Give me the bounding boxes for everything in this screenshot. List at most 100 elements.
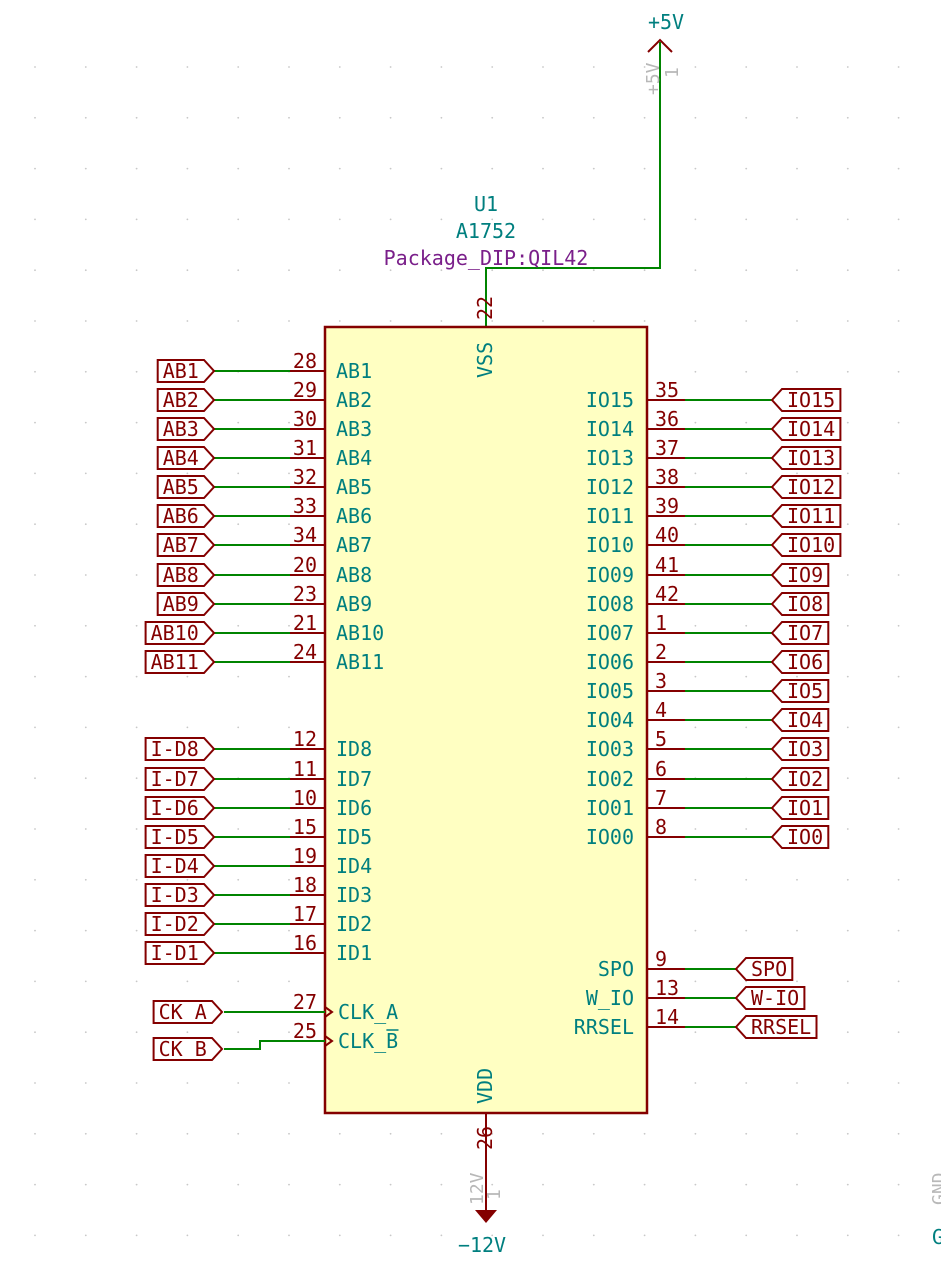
grid-dot bbox=[288, 878, 290, 881]
grid-dot bbox=[34, 980, 36, 983]
grid-dot bbox=[338, 1132, 341, 1135]
grid-dot bbox=[846, 574, 849, 576]
grid-dot bbox=[643, 116, 646, 119]
pin-number: 29 bbox=[293, 378, 317, 402]
grid-dot bbox=[135, 574, 138, 576]
pin-name: AB5 bbox=[336, 475, 372, 499]
vee-arrow bbox=[475, 1210, 497, 1223]
grid-dot bbox=[84, 320, 87, 322]
grid-dot bbox=[135, 269, 138, 272]
net-label-text: AB10 bbox=[151, 621, 199, 645]
pin-number: 2 bbox=[655, 640, 667, 664]
pin-name: IO00 bbox=[586, 825, 634, 849]
net-label-box bbox=[156, 504, 216, 528]
pin-name: AB6 bbox=[336, 504, 372, 528]
vcc-label: +5V bbox=[648, 10, 684, 34]
grid-dot bbox=[135, 624, 138, 627]
grid-dot bbox=[34, 167, 36, 170]
grid-dot bbox=[186, 116, 189, 119]
net-label-box bbox=[156, 533, 216, 557]
grid-dot bbox=[186, 1183, 189, 1186]
grid-dot bbox=[796, 929, 798, 932]
grid-dot bbox=[491, 1183, 494, 1186]
ic-body bbox=[323, 325, 649, 1115]
grid-dot bbox=[846, 421, 849, 424]
pin-number: 41 bbox=[655, 553, 679, 577]
grid-dot bbox=[846, 269, 849, 272]
net-label-text: IO0 bbox=[787, 825, 823, 849]
pin-number: 37 bbox=[655, 436, 679, 460]
net-label-box bbox=[144, 621, 216, 645]
grid-dot bbox=[694, 1234, 697, 1237]
grid-dot bbox=[135, 878, 138, 881]
net-label-box bbox=[734, 1015, 818, 1039]
grid-dot bbox=[846, 320, 849, 322]
pin-name: ID5 bbox=[336, 825, 372, 849]
net-label-text: AB3 bbox=[163, 417, 199, 441]
grid-dot bbox=[542, 269, 544, 272]
grid-dot bbox=[491, 1234, 494, 1237]
component-reference: U1 bbox=[474, 192, 498, 216]
grid-dot bbox=[592, 1132, 595, 1135]
net-label-box bbox=[770, 708, 830, 732]
pin-number: 27 bbox=[293, 990, 317, 1014]
net-label-box bbox=[770, 592, 830, 616]
grid-dot bbox=[897, 1234, 900, 1237]
grid-dot bbox=[745, 726, 748, 729]
grid-dot bbox=[288, 828, 290, 830]
grid-dot bbox=[84, 980, 87, 983]
grid-dot bbox=[745, 269, 748, 272]
grid-dot bbox=[34, 1082, 36, 1084]
grid-dot bbox=[745, 828, 748, 830]
grid-dot bbox=[643, 1132, 646, 1135]
grid-dot bbox=[846, 523, 849, 526]
net-label-text: I-D8 bbox=[151, 737, 199, 761]
grid-dot bbox=[897, 218, 900, 221]
grid-dot bbox=[288, 218, 290, 221]
component-value: A1752 bbox=[456, 219, 516, 243]
grid-dot bbox=[846, 929, 849, 932]
pin-name: IO08 bbox=[586, 592, 634, 616]
grid-dot bbox=[389, 116, 392, 119]
grid-dot bbox=[846, 218, 849, 221]
grid-dot bbox=[135, 1183, 138, 1186]
pin-number: 9 bbox=[655, 947, 667, 971]
pin-number: 24 bbox=[293, 640, 317, 664]
pin-number: 14 bbox=[655, 1005, 679, 1029]
net-label-text: IO4 bbox=[787, 708, 823, 732]
grid-dot bbox=[694, 1031, 697, 1034]
grid-dot bbox=[389, 320, 392, 322]
grid-dot bbox=[84, 878, 87, 881]
pin-name: IO05 bbox=[586, 679, 634, 703]
grid-dot bbox=[897, 624, 900, 627]
grid-dot bbox=[542, 218, 544, 221]
net-label-box bbox=[770, 679, 830, 703]
grid-dot bbox=[897, 574, 900, 576]
grid-dot bbox=[643, 1234, 646, 1237]
net-label-box bbox=[770, 446, 842, 470]
gnd-ghost-fragment: GND bbox=[929, 1172, 941, 1205]
net-wire bbox=[224, 1040, 325, 1050]
grid-dot bbox=[288, 269, 290, 272]
net-label-box bbox=[770, 796, 830, 820]
grid-dot bbox=[846, 370, 849, 373]
net-label-box bbox=[156, 446, 216, 470]
grid-dot bbox=[745, 472, 748, 475]
grid-dot bbox=[694, 675, 697, 678]
grid-dot bbox=[34, 624, 36, 627]
grid-dot bbox=[186, 1031, 189, 1034]
net-label-box bbox=[770, 737, 830, 761]
grid-dot bbox=[745, 878, 748, 881]
vcc-ghost-pin: 1 bbox=[662, 67, 683, 78]
net-label-text: AB8 bbox=[163, 563, 199, 587]
grid-dot bbox=[592, 66, 595, 68]
grid-dot bbox=[237, 1234, 240, 1237]
net-label-box bbox=[156, 359, 216, 383]
